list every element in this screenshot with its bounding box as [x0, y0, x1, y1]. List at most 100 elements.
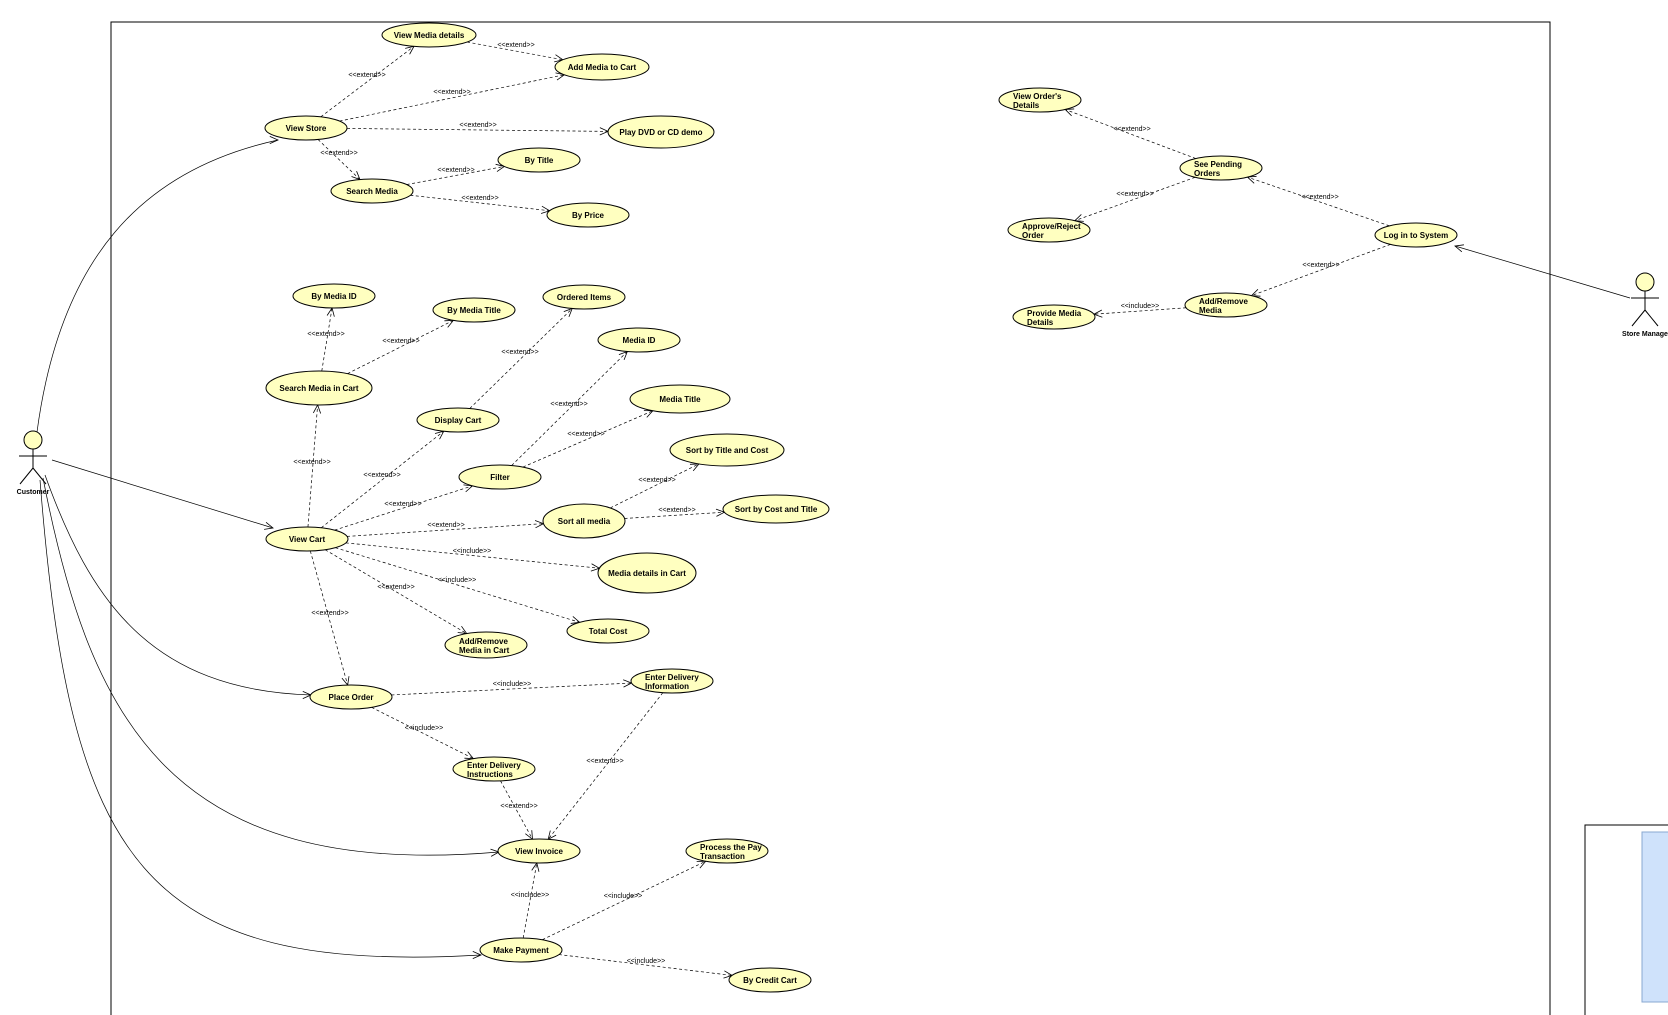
use-case-play-demo[interactable]: Play DVD or CD demo [607, 115, 715, 149]
manager-association[interactable] [1454, 244, 1631, 299]
use-case-ellipse [597, 552, 697, 594]
use-case-name: By Title [525, 156, 554, 165]
use-case-by-credit-card[interactable]: By Credit Cart [728, 967, 812, 993]
relationship-make-payment-to-process-pay[interactable] [542, 860, 707, 941]
relationship-view-cart-to-total-cost[interactable] [335, 547, 581, 624]
actor-icon [19, 430, 47, 485]
customer-association-1[interactable] [36, 135, 279, 433]
relationship-view-cart-to-add-remove-media-cart[interactable] [324, 549, 468, 635]
use-case-name-line: Orders [1194, 169, 1221, 178]
dependency-line [406, 166, 505, 185]
stereotype-label: <<include>> [405, 725, 444, 732]
use-case-ordered-items[interactable]: Ordered Items [542, 284, 626, 310]
relationship-view-store-to-view-media-details[interactable] [320, 45, 415, 118]
use-case-ellipse [497, 147, 581, 173]
relationship-log-in-to-see-pending-orders[interactable] [1246, 175, 1390, 227]
stereotype-label: <<extend>> [377, 584, 414, 591]
relationship-log-in-to-add-remove-media[interactable] [1250, 244, 1391, 297]
actor-manager[interactable]: Store Manage [1622, 272, 1668, 338]
use-case-ellipse [542, 503, 626, 539]
use-case-name-line: Enter Delivery [645, 673, 699, 682]
use-case-view-store[interactable]: View Store [264, 115, 348, 141]
use-case-sort-title-cost[interactable]: Sort by Title and Cost [669, 433, 785, 467]
use-case-name: By Media Title [447, 306, 501, 315]
use-case-ellipse [554, 53, 650, 81]
use-case-search-media[interactable]: Search Media [330, 178, 414, 204]
stereotype-label: <<extend>> [320, 150, 357, 157]
use-case-name-line: Order [1022, 231, 1044, 240]
dependency-line [610, 463, 700, 509]
use-case-by-title[interactable]: By Title [497, 147, 581, 173]
relationship-enter-delivery-information-to-view-invoice[interactable] [547, 692, 664, 841]
use-case-search-media-in-cart[interactable]: Search Media in Cart [265, 370, 373, 406]
relationship-make-payment-to-view-invoice[interactable] [522, 862, 540, 939]
use-case-display-cart[interactable]: Display Cart [416, 407, 500, 433]
use-case-name: By Credit Cart [743, 976, 797, 985]
open-arrowhead [457, 625, 468, 635]
use-case-view-cart[interactable]: View Cart [265, 526, 349, 552]
use-case-by-media-id[interactable]: By Media ID [292, 283, 376, 309]
use-case-name-line: Process the Pay [700, 843, 762, 852]
stereotype-label: <<extend>> [348, 72, 385, 79]
stereotype-label: <<include>> [438, 577, 477, 584]
association-line [39, 479, 482, 958]
relationship-search-media-in-cart-to-by-media-title[interactable] [347, 319, 455, 374]
relationship-see-pending-orders-to-approve-reject-order[interactable] [1073, 176, 1196, 222]
relationship-view-cart-to-place-order[interactable] [309, 550, 350, 686]
actor-customer[interactable]: Customer [17, 430, 50, 496]
relationship-see-pending-orders-to-view-order-details[interactable] [1064, 108, 1196, 159]
use-case-media-title[interactable]: Media Title [629, 384, 731, 414]
use-case-make-payment[interactable]: Make Payment [479, 937, 563, 963]
use-case-log-in[interactable]: Log in to System [1374, 222, 1458, 248]
relationship-view-store-to-add-media-to-cart[interactable] [339, 72, 566, 122]
use-case-by-price[interactable]: By Price [546, 202, 630, 228]
use-case-media-id[interactable]: Media ID [597, 327, 681, 353]
customer-association-2[interactable] [51, 459, 274, 530]
stereotype-label: <<include>> [604, 893, 643, 900]
stereotype-label: <<extend>> [363, 472, 400, 479]
use-case-add-media-to-cart[interactable]: Add Media to Cart [554, 53, 650, 81]
use-case-total-cost[interactable]: Total Cost [566, 618, 650, 644]
relationship-view-store-to-search-media[interactable] [317, 139, 361, 181]
relationship-search-media-in-cart-to-by-media-id[interactable] [321, 307, 335, 372]
relationship-enter-delivery-instructions-to-view-invoice[interactable] [500, 780, 533, 841]
use-case-place-order[interactable]: Place Order [309, 684, 393, 710]
customer-association-3[interactable] [44, 474, 312, 700]
use-case-ellipse [444, 631, 528, 659]
relationship-sort-all-media-to-sort-title-cost[interactable] [610, 463, 700, 509]
stereotype-label: <<extend>> [501, 349, 538, 356]
relationship-filter-to-media-title[interactable] [522, 410, 654, 468]
relationship-place-order-to-enter-delivery-instructions[interactable] [371, 707, 475, 760]
use-case-sort-cost-title[interactable]: Sort by Cost and Title [722, 494, 830, 524]
use-case-sort-all-media[interactable]: Sort all media [542, 503, 626, 539]
dependency-line [347, 320, 454, 374]
stereotype-label: <<extend>> [497, 42, 534, 49]
stereotype-label: <<extend>> [658, 507, 695, 514]
use-case-ellipse [292, 283, 376, 309]
use-case-view-invoice[interactable]: View Invoice [497, 838, 581, 864]
use-case-ellipse [452, 756, 536, 782]
use-case-filter[interactable]: Filter [458, 464, 542, 490]
dependency-line [321, 307, 333, 372]
customer-association-5[interactable] [39, 479, 482, 960]
dependency-line [334, 485, 473, 531]
overview-viewport [1641, 831, 1668, 1003]
relationship-filter-to-media-id[interactable] [511, 350, 629, 466]
relationship-view-cart-to-display-cart[interactable] [321, 430, 445, 529]
use-case-media-details-in-cart[interactable]: Media details in Cart [597, 552, 697, 594]
use-case-by-media-title[interactable]: By Media Title [432, 297, 516, 323]
relationship-display-cart-to-ordered-items[interactable] [469, 307, 573, 409]
use-case-name-line: Information [645, 682, 689, 691]
association-line [1454, 245, 1631, 299]
use-case-view-media-details[interactable]: View Media details [381, 22, 477, 48]
